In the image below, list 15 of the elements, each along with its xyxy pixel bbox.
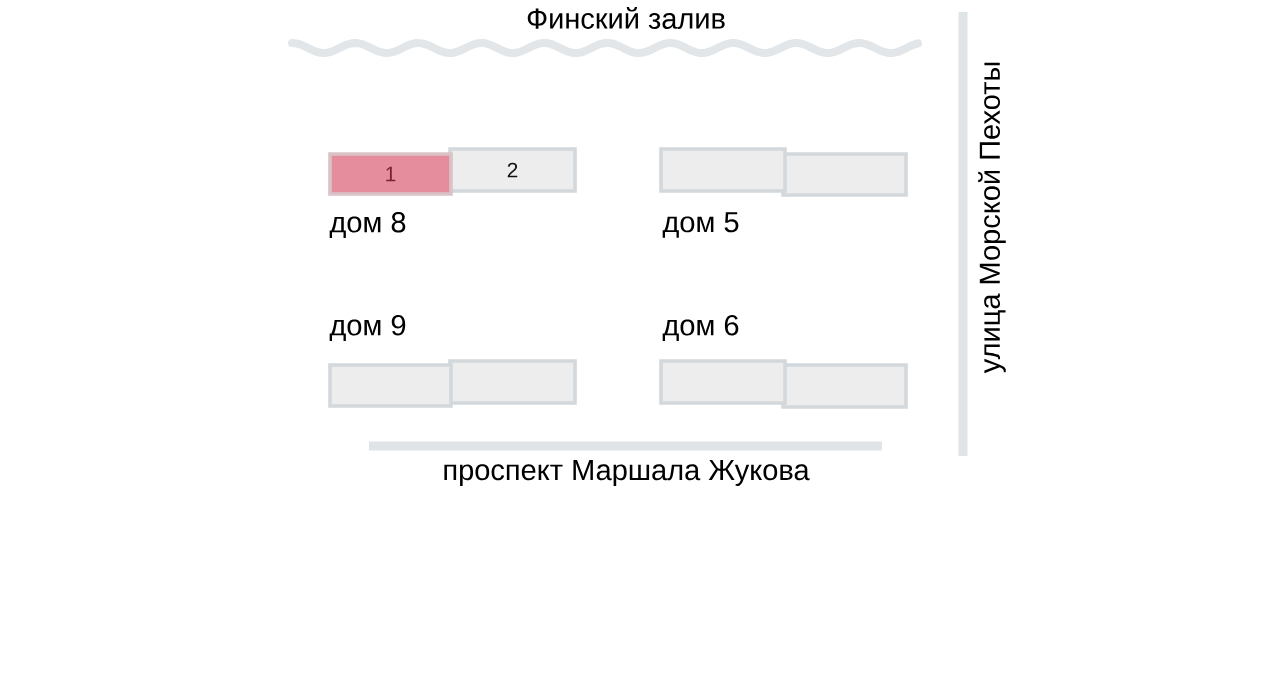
building-label: дом 5	[662, 212, 739, 238]
building-section	[781, 152, 908, 197]
building-section	[328, 363, 453, 408]
street-label: проспект Маршала Жукова	[444, 460, 810, 486]
building-section	[781, 363, 908, 409]
building-label: дом 6	[662, 315, 739, 341]
street-label: улица Морской Пехоты	[978, 62, 1006, 374]
building-label: дом 8	[329, 212, 406, 238]
building-section	[659, 147, 787, 193]
building-section: 1	[328, 152, 453, 196]
building-label: дом 9	[329, 315, 406, 341]
water-label: Финский залив	[527, 7, 725, 29]
building-section	[448, 359, 577, 405]
building-section	[659, 359, 787, 405]
building-section: 2	[448, 147, 577, 193]
